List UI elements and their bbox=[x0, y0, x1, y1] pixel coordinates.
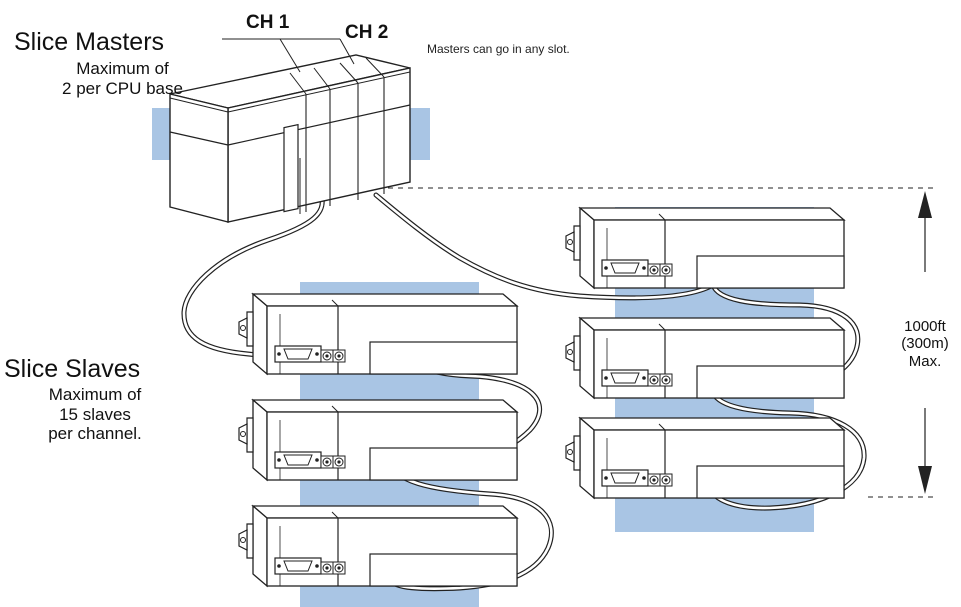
masters-line-1: Maximum of bbox=[40, 59, 205, 79]
ch2-label: CH 2 bbox=[345, 22, 388, 44]
slaves-line-2: 15 slaves bbox=[20, 405, 170, 425]
slave-module-left-1 bbox=[239, 294, 517, 374]
slave-module-right-2 bbox=[566, 318, 844, 398]
distance-line-3: Max. bbox=[893, 353, 957, 370]
distance-line-1: 1000ft bbox=[893, 318, 957, 335]
highlight-band-master-right bbox=[408, 108, 430, 160]
slaves-title: Slice Slaves bbox=[4, 355, 140, 384]
distance-line-2: (300m) bbox=[893, 335, 957, 352]
arrow-down-icon bbox=[918, 466, 932, 494]
slave-module-left-3 bbox=[239, 506, 517, 586]
slaves-line-3: per channel. bbox=[20, 424, 170, 444]
masters-line-2: 2 per CPU base bbox=[40, 79, 205, 99]
ch1-label: CH 1 bbox=[246, 12, 289, 34]
ch1-pointer bbox=[280, 39, 300, 72]
slave-module-right-1 bbox=[566, 208, 844, 288]
masters-subtitle: Maximum of 2 per CPU base bbox=[40, 59, 205, 98]
masters-title: Slice Masters bbox=[14, 28, 164, 57]
distance-label: 1000ft (300m) Max. bbox=[893, 318, 957, 370]
slave-module-right-3 bbox=[566, 418, 844, 498]
slave-module-left-2 bbox=[239, 400, 517, 480]
slaves-line-1: Maximum of bbox=[20, 385, 170, 405]
slaves-subtitle: Maximum of 15 slaves per channel. bbox=[20, 385, 170, 444]
masters-note: Masters can go in any slot. bbox=[427, 43, 570, 57]
arrow-up-icon bbox=[918, 191, 932, 218]
cpu-base-masters bbox=[170, 55, 410, 222]
